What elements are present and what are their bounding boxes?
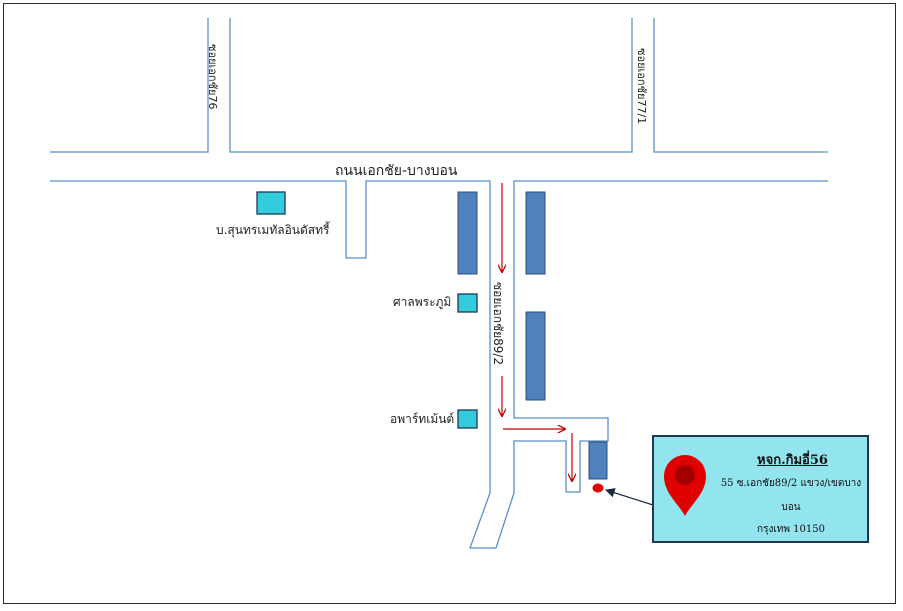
soi-76-label: ซอยเอกชัย76 <box>206 44 219 110</box>
soi-77-right-edge <box>653 18 828 153</box>
soi-77-label: ซอยเอกชัย77/1 <box>635 48 648 125</box>
building-destination <box>588 441 608 480</box>
destination-marker <box>592 483 604 493</box>
landmark-apartment-square <box>457 409 478 429</box>
address-line-2: บอน <box>781 502 801 513</box>
main-road-label: ถนนเอกชัย-บางบอน <box>335 163 458 179</box>
map-frame <box>3 3 896 604</box>
building-right-soi-1 <box>525 191 546 275</box>
upper-road-top-edge <box>50 18 209 153</box>
apartment-label: อพาร์ทเม้นต์ <box>390 412 455 426</box>
soi-89-label: ซอยเอกชัย89/2 <box>491 282 505 366</box>
address-line-1: 55 ซ.เอกชัย89/2 แขวง/เขตบาง <box>720 478 862 489</box>
shrine-label: ศาลพระภูมิ <box>393 295 452 309</box>
main-road-lower-edge <box>50 180 828 549</box>
building-left-soi <box>457 191 478 275</box>
building-right-soi-2 <box>525 311 546 401</box>
location-pin-icon <box>664 455 706 516</box>
landmark-shrine-square <box>457 293 478 313</box>
location-info-box: หจก.กิมอี่56 55 ซ.เอกชัย89/2 แขวง/เขตบาง… <box>652 435 869 543</box>
company-label: บ.สุนทรเมทัลอินดัสทรี้ <box>216 223 330 237</box>
address-line-3: กรุงเทพ 10150 <box>757 524 825 535</box>
callout-pointer <box>605 488 654 506</box>
business-name: หจก.กิมอี่56 <box>757 453 828 468</box>
soi-76-right-edge <box>229 18 633 153</box>
landmark-company-square <box>256 191 286 215</box>
